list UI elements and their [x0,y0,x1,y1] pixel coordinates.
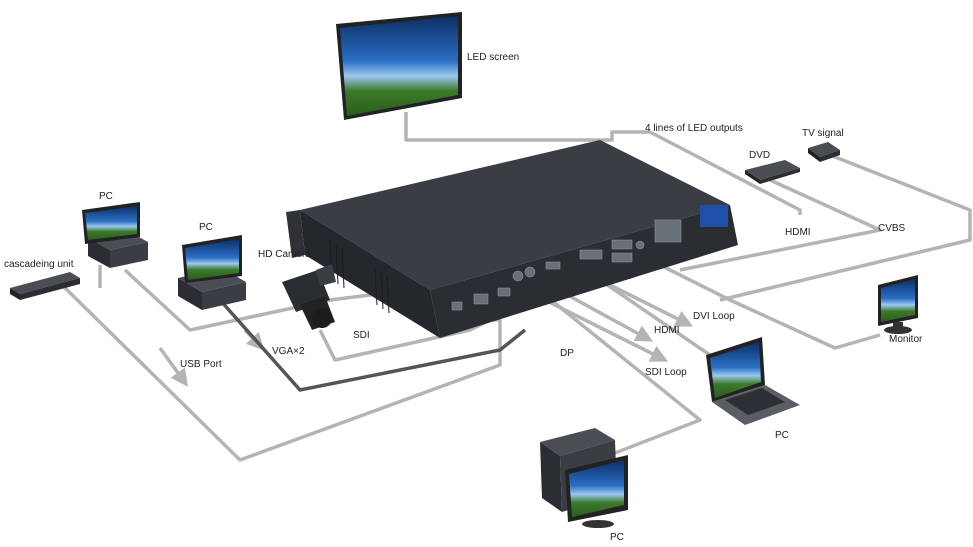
dvi-port [579,249,603,260]
cable-led-screen [404,112,802,215]
label-hdmi-in: HDMI [785,227,811,238]
label-led-outputs: 4 lines of LED outputs [645,123,743,134]
laptop-device [706,337,800,425]
cable-dp [518,273,702,457]
label-pc-mid: PC [199,222,213,233]
dp-port [497,287,511,297]
label-dp: DP [560,348,574,359]
label-monitor: Monitor [889,334,923,345]
cable-dvd-hdmi [679,178,882,272]
chassis-top [300,140,730,290]
cable-tv-cvbs [719,153,972,302]
pc-top-device [82,202,148,268]
label-vga: VGA×2 [272,346,305,357]
label-pc-laptop: PC [775,430,789,441]
tv-signal-box [808,142,840,162]
lan-port [473,293,489,305]
arrow-usb [158,346,189,387]
label-pc-desktop: PC [610,532,624,543]
label-dvd: DVD [749,150,771,161]
label-hdmi-out: HDMI [654,325,680,336]
cable-vga [218,298,527,392]
video-processor [286,140,738,338]
sdi-loop-port [524,266,536,278]
label-hd-camera: HD Camera [258,249,311,260]
monitor-device [878,275,918,334]
pc-mid-device [178,235,246,310]
power-socket [700,205,728,227]
sdi-in-port [512,270,524,282]
rack-ear-left [286,210,305,258]
label-cascade-unit: cascadeing unit [4,259,74,270]
led-screen-image [340,16,458,116]
label-sdi: SDI [353,330,370,341]
label-tv-signal: TV signal [802,128,844,139]
hd-camera-device [282,264,336,330]
cable-laptop [599,278,711,357]
cvbs-port [635,240,645,250]
hdmi-port [545,261,561,270]
label-sdi-loop: SDI Loop [645,367,687,378]
label-usb-port: USB Port [180,359,222,370]
ports [451,219,682,311]
led-screen [336,12,462,120]
usb-port [451,301,463,311]
label-led-screen: LED screen [467,52,520,63]
label-cvbs: CVBS [878,223,906,234]
cascading-unit-device [10,272,80,300]
desktop-pc [540,428,628,528]
label-pc-top: PC [99,191,113,202]
dvd-player [745,160,800,184]
led-output-ports [654,219,682,243]
label-dvi-loop: DVI Loop [693,311,735,322]
vga-port-2 [611,252,633,263]
vga-port-1 [611,239,633,250]
chassis-side [300,210,440,338]
cable-monitor [649,258,881,350]
